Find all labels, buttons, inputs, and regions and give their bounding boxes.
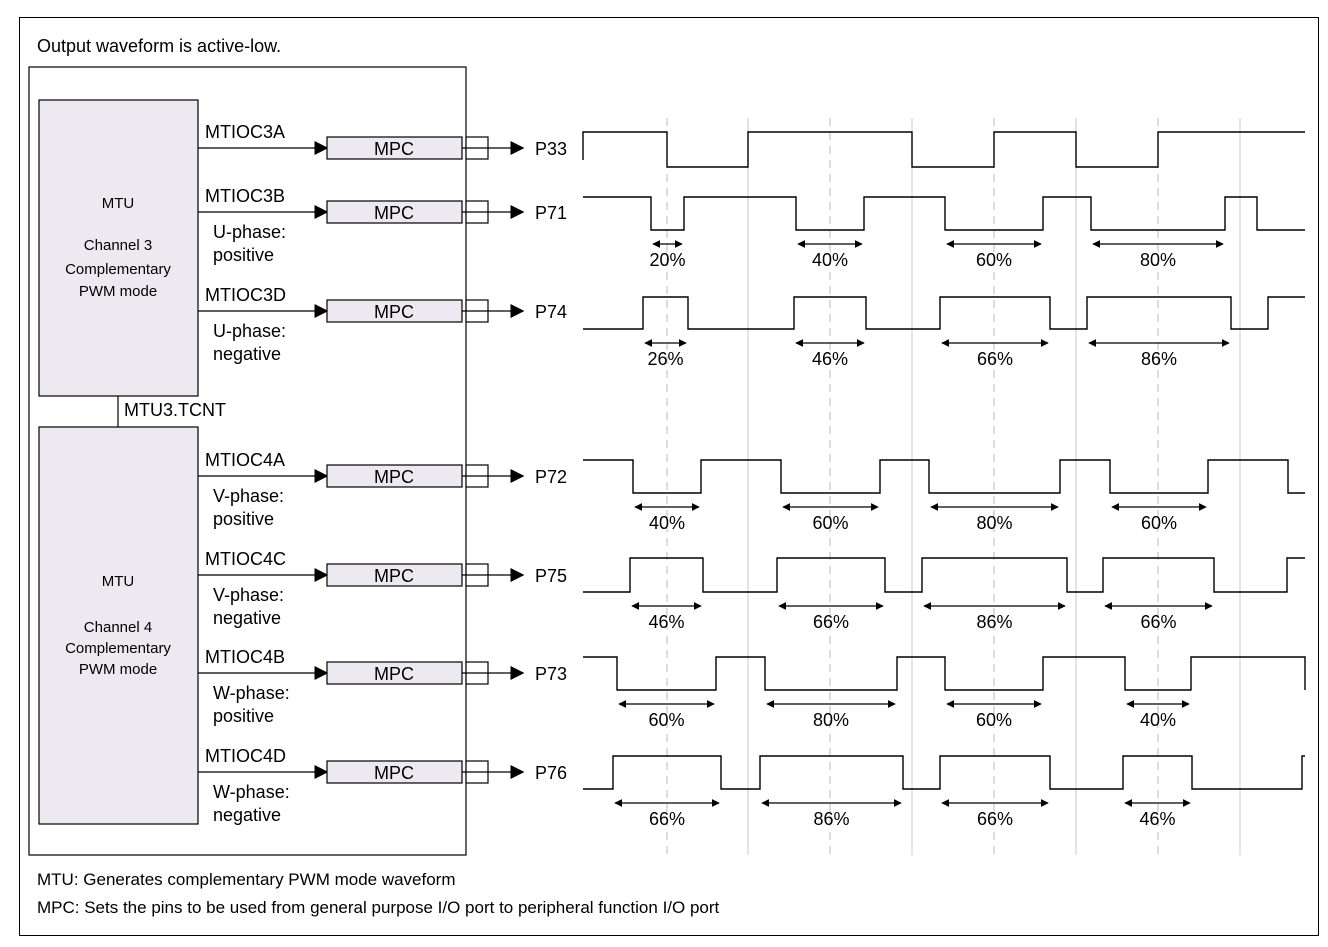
signal-label: MTIOC3B [205, 186, 285, 206]
duty-label: 60% [812, 513, 848, 533]
duty-label: 46% [1139, 809, 1175, 829]
phase-label: U-phase: [213, 222, 286, 242]
duty-label: 40% [812, 250, 848, 270]
phase-label: negative [213, 805, 281, 825]
figure-frame [19, 17, 1319, 936]
mpc-label: MPC [374, 467, 414, 487]
duty-label: 40% [1140, 710, 1176, 730]
phase-label: negative [213, 344, 281, 364]
waveform-p75 [583, 557, 1305, 593]
pin-label: P76 [535, 763, 567, 783]
duty-label: 80% [976, 513, 1012, 533]
duty-label: 46% [648, 612, 684, 632]
mtu-channel3-label: Complementary [65, 261, 171, 278]
duty-label: 66% [977, 349, 1013, 369]
duty-label: 66% [813, 612, 849, 632]
signal-label: MTIOC4B [205, 647, 285, 667]
pin-label: P75 [535, 566, 567, 586]
signal-label: MTIOC4D [205, 746, 286, 766]
waveform-p73 [583, 656, 1306, 691]
phase-label: positive [213, 509, 274, 529]
duty-label: 60% [648, 710, 684, 730]
phase-label: W-phase: [213, 683, 290, 703]
legend-mpc: MPC: Sets the pins to be used from gener… [37, 898, 720, 917]
phase-label: negative [213, 608, 281, 628]
phase-label: V-phase: [213, 585, 284, 605]
header-note: Output waveform is active-low. [37, 36, 282, 56]
duty-label: 60% [976, 250, 1012, 270]
duty-label: 20% [649, 250, 685, 270]
phase-label: W-phase: [213, 782, 290, 802]
duty-label: 86% [976, 612, 1012, 632]
duty-label: 60% [1141, 513, 1177, 533]
signal-label: MTIOC3A [205, 122, 285, 142]
duty-label: 46% [812, 349, 848, 369]
signal-label: MTIOC3D [205, 285, 286, 305]
pin-label: P71 [535, 203, 567, 223]
duty-label: 80% [813, 710, 849, 730]
mpc-label: MPC [374, 139, 414, 159]
mpc-label: MPC [374, 203, 414, 223]
mpc-label: MPC [374, 664, 414, 684]
duty-label: 80% [1140, 250, 1176, 270]
duty-label: 40% [649, 513, 685, 533]
legend-mtu: MTU: Generates complementary PWM mode wa… [37, 870, 456, 889]
duty-label: 66% [977, 809, 1013, 829]
chip-box [28, 66, 467, 856]
pin-label: P73 [535, 664, 567, 684]
waveform-p72 [583, 459, 1305, 494]
waveform-p33 [582, 131, 1305, 168]
mtu-channel4-label: Channel 4 [84, 619, 152, 636]
mtu-channel4-label: Complementary [65, 640, 171, 657]
channel-link-label: MTU3.TCNT [124, 400, 226, 420]
duty-label: 86% [1141, 349, 1177, 369]
phase-label: U-phase: [213, 321, 286, 341]
duty-label: 26% [647, 349, 683, 369]
duty-label: 66% [1140, 612, 1176, 632]
mtu-channel3-label: MTU [102, 195, 135, 212]
duty-label: 60% [976, 710, 1012, 730]
phase-label: V-phase: [213, 486, 284, 506]
pin-label: P74 [535, 302, 567, 322]
duty-label: 86% [813, 809, 849, 829]
signal-label: MTIOC4A [205, 450, 285, 470]
pin-label: P33 [535, 139, 567, 159]
phase-label: positive [213, 245, 274, 265]
mtu-channel3-block [38, 99, 199, 397]
phase-label: positive [213, 706, 274, 726]
duty-label: 66% [649, 809, 685, 829]
mpc-label: MPC [374, 566, 414, 586]
mtu-channel3-label: Channel 3 [84, 237, 152, 254]
waveform-p71 [583, 196, 1305, 231]
mtu-channel4-label: MTU [102, 573, 135, 590]
mpc-label: MPC [374, 302, 414, 322]
signal-label: MTIOC4C [205, 549, 286, 569]
pin-label: P72 [535, 467, 567, 487]
mtu-channel3-label: PWM mode [79, 283, 157, 300]
waveform-p76 [583, 755, 1305, 790]
waveform-p74 [583, 296, 1305, 330]
mtu-channel4-label: PWM mode [79, 661, 157, 678]
mpc-label: MPC [374, 763, 414, 783]
